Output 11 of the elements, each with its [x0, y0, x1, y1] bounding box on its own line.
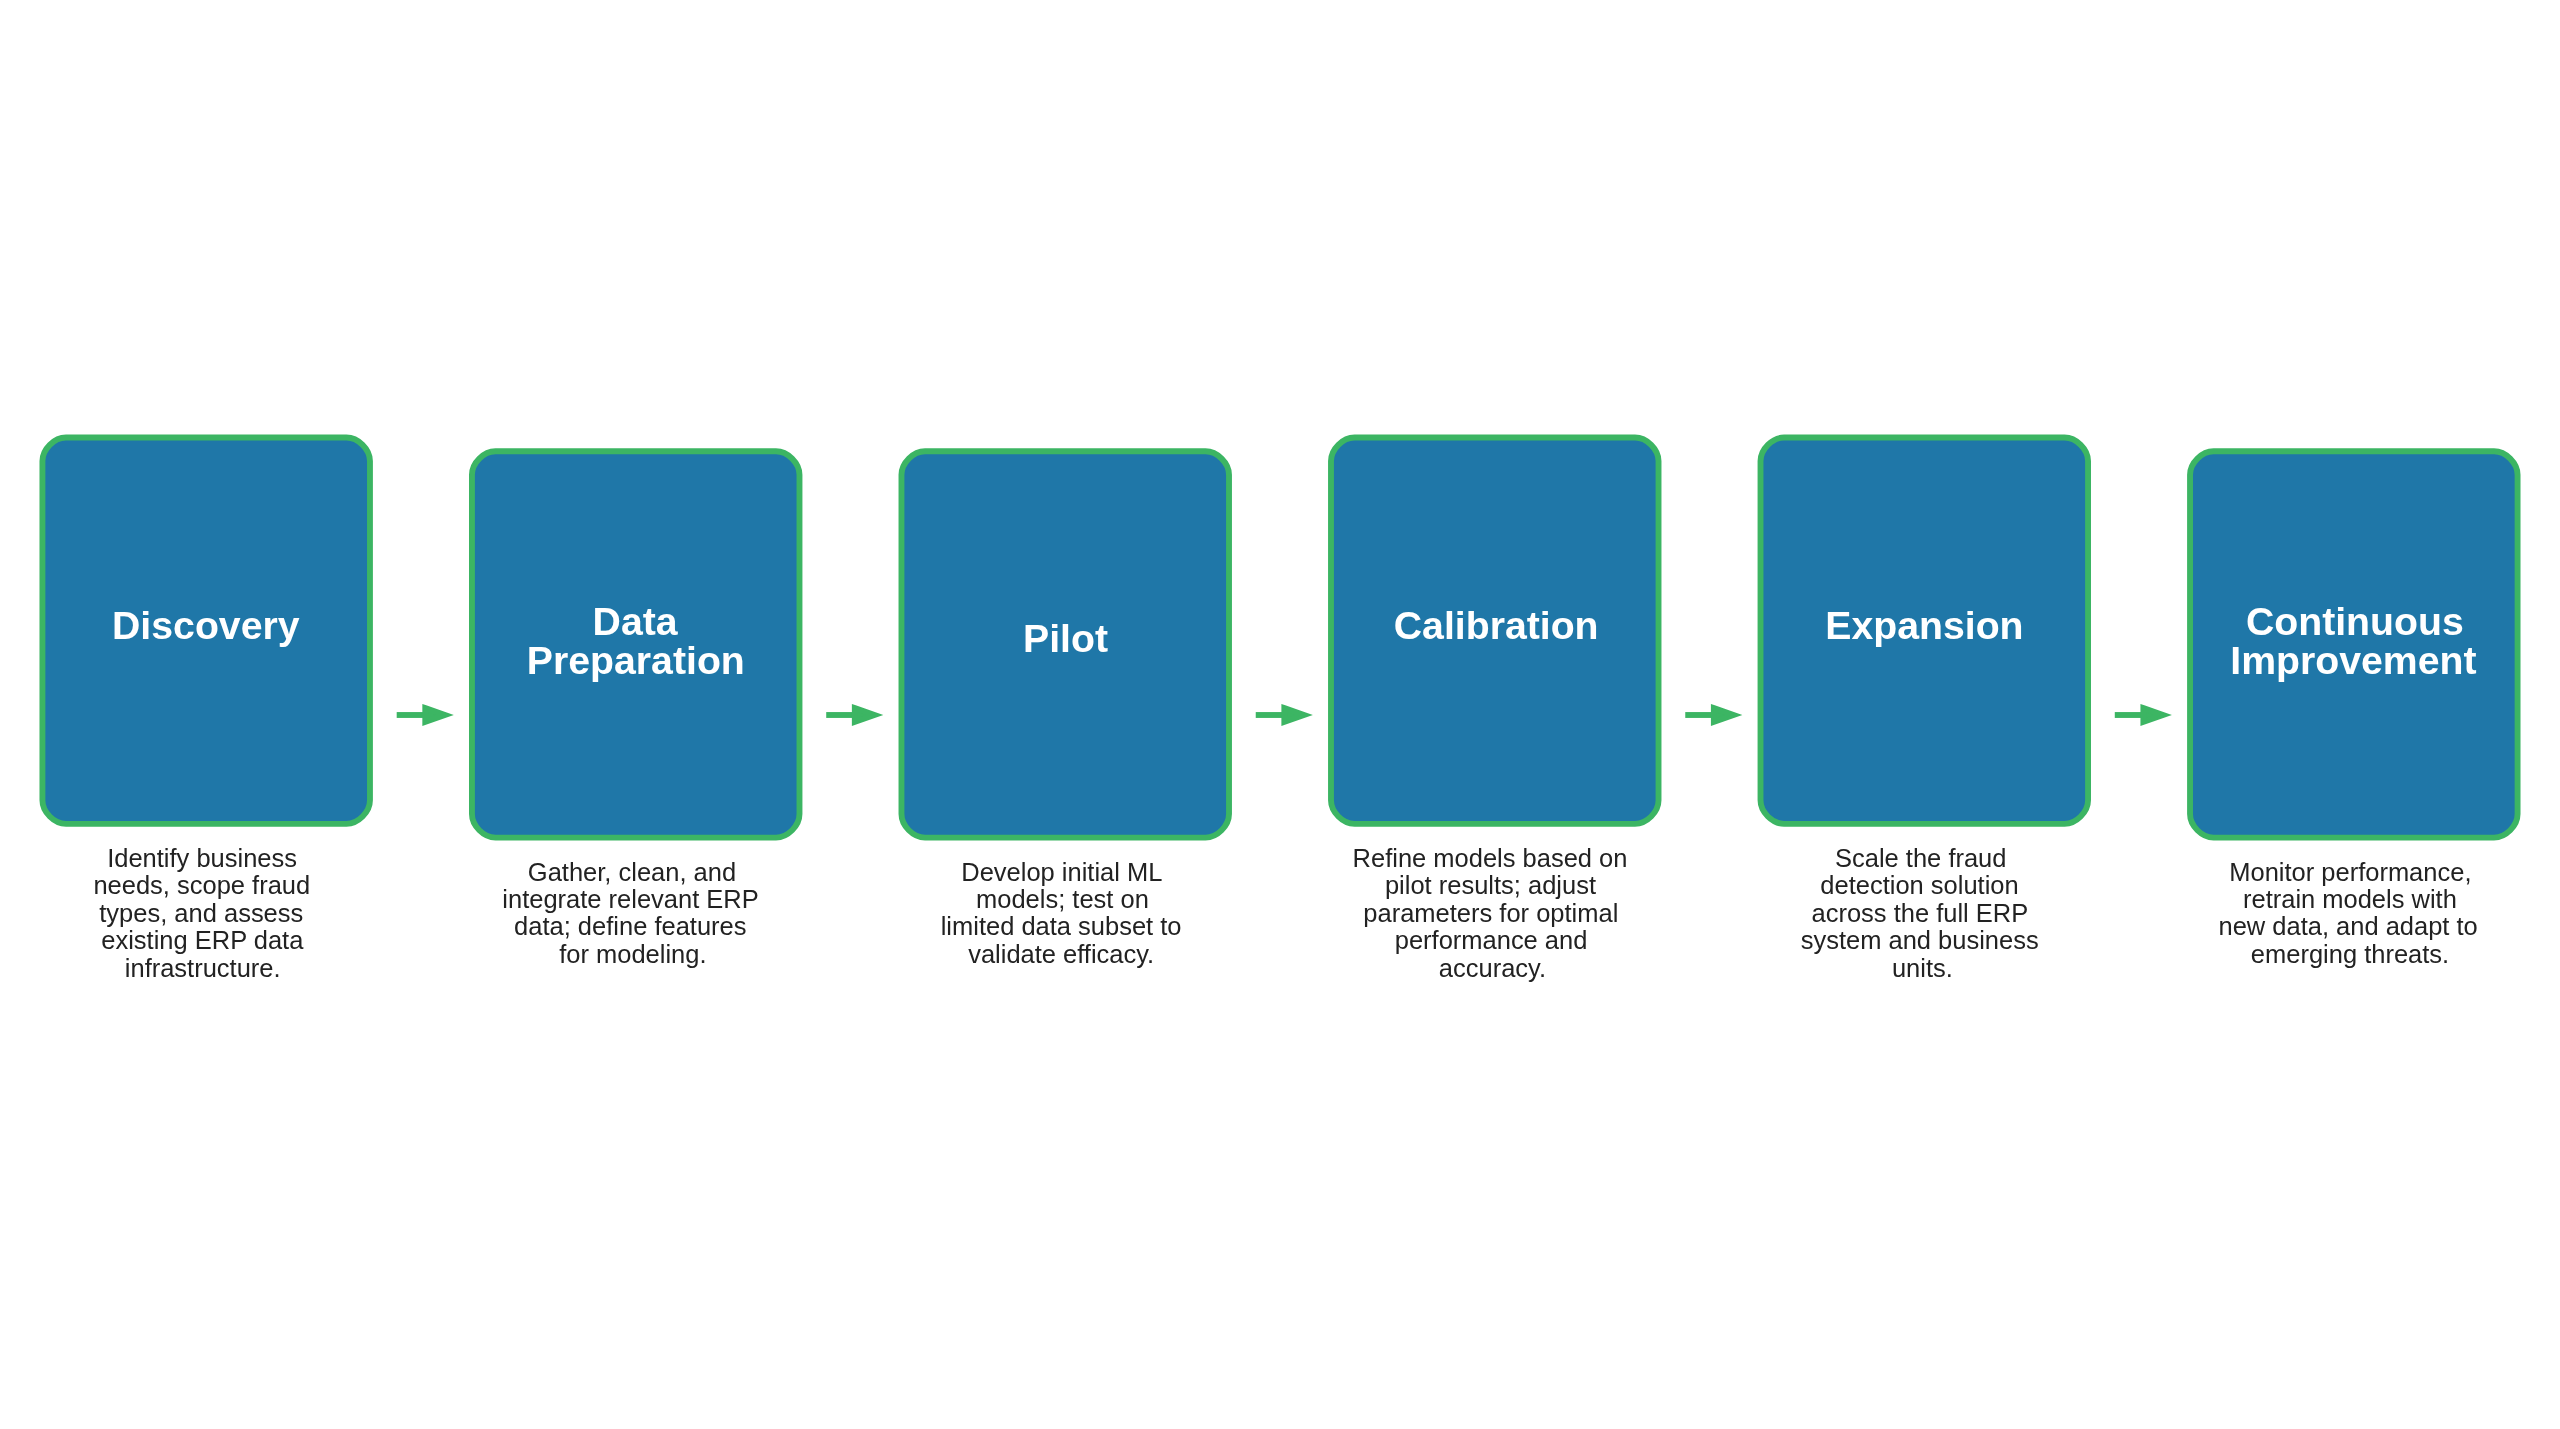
arrow — [1685, 703, 1743, 726]
arrow — [2114, 703, 2172, 726]
arrow — [396, 703, 454, 726]
node-label: Gather, clean, and integrate relevant ERP data; define features for modeling. — [502, 857, 759, 968]
arrow — [826, 703, 884, 726]
node-label: Develop initial ML models; test on limited data subset to validate efficacy. — [940, 857, 1182, 968]
node-label: Refine models based on pilot results; adjust parameters for optimal performance and accuracy. — [1352, 843, 1628, 982]
node-label: Identify business needs, scope fraud types, and assess existing ERP data infrastructure. — [93, 843, 311, 982]
node-label: Monitor performance, retrain models with new data, and adapt to emerging threats. — [2218, 857, 2478, 968]
node-label: Scale the fraud detection solution across the full ERP system and business units. — [1800, 843, 2039, 982]
arrow — [1255, 703, 1313, 726]
